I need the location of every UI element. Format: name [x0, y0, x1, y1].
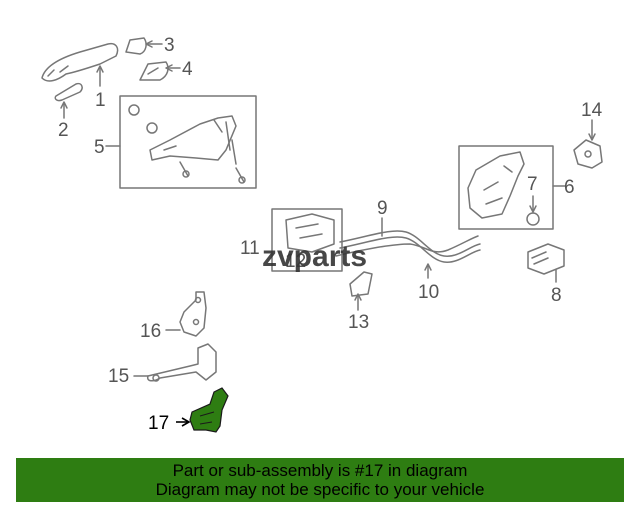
watermark: zvparts	[262, 240, 367, 273]
callout-7: 7	[527, 174, 538, 195]
part-16-hinge[interactable]	[165, 291, 207, 337]
part-6-lock-box[interactable]	[458, 145, 567, 230]
callout-9: 9	[377, 198, 388, 219]
part-8-actuator[interactable]	[527, 243, 565, 283]
callout-11: 11	[240, 238, 260, 259]
part-14-striker[interactable]	[573, 119, 603, 169]
part-1-outside-handle[interactable]	[41, 42, 119, 87]
callout-17: 17	[148, 413, 169, 434]
banner-line-2: Diagram may not be specific to your vehi…	[155, 480, 485, 499]
callout-8: 8	[551, 285, 562, 306]
callout-14: 14	[581, 100, 603, 121]
callout-1: 1	[95, 90, 106, 111]
callout-15: 15	[108, 366, 129, 387]
callout-5: 5	[94, 137, 105, 158]
part-15-door-check[interactable]	[133, 343, 217, 382]
part-2-handle-cover[interactable]	[54, 82, 83, 119]
callout-6: 6	[564, 177, 575, 198]
callout-10: 10	[418, 282, 439, 303]
banner-line-1: Part or sub-assembly is #17 in diagram	[172, 461, 468, 480]
part-17-hinge-highlighted[interactable]	[176, 387, 229, 433]
part-5-frame-box[interactable]	[105, 95, 257, 189]
callout-13: 13	[348, 312, 369, 333]
part-3-cap[interactable]	[125, 37, 163, 55]
info-banner: Part or sub-assembly is #17 in diagram D…	[16, 458, 624, 502]
callout-3: 3	[164, 35, 175, 56]
part-13-clip[interactable]	[349, 271, 373, 311]
callout-2: 2	[58, 120, 69, 141]
callout-12: 12	[285, 251, 306, 272]
part-11-12-inside-handle-box[interactable]	[271, 208, 343, 272]
callout-4: 4	[182, 59, 193, 80]
part-4-pad[interactable]	[139, 61, 181, 81]
part-9-10-cables[interactable]	[335, 217, 481, 279]
callout-16: 16	[140, 321, 161, 342]
